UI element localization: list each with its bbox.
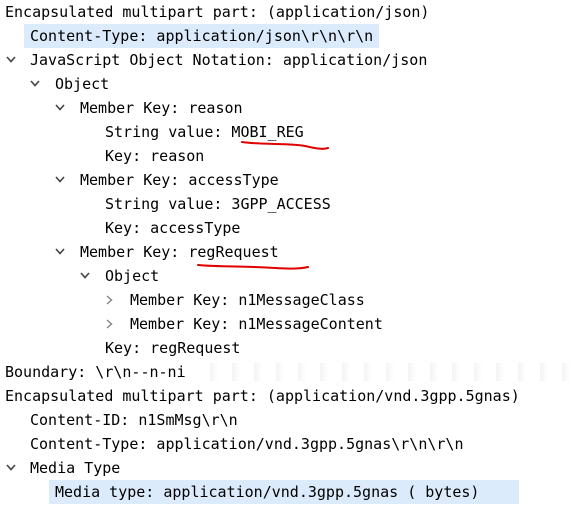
tree-row-content-id[interactable]: Content-ID: n1SmMsg\r\n [0, 408, 585, 432]
tree-row-member-n1messageclass[interactable]: Member Key: n1MessageClass [0, 288, 585, 312]
tree-row-label: String value: MOBI_REG [105, 123, 304, 141]
tree-row-content-type-5gnas[interactable]: Content-Type: application/vnd.3gpp.5gnas… [0, 432, 585, 456]
tree-row-label: String value: 3GPP_ACCESS [105, 195, 331, 213]
tree-row-label: Member Key: reason [80, 99, 243, 117]
tree-row-label: Member Key: n1MessageContent [130, 315, 383, 333]
tree-row-key-regrequest[interactable]: Key: regRequest [0, 336, 585, 360]
chevron-down-icon[interactable] [53, 168, 67, 192]
tree-row-multipart-5gnas[interactable]: Encapsulated multipart part: (applicatio… [0, 384, 585, 408]
chevron-right-icon[interactable] [104, 312, 118, 336]
chevron-down-icon[interactable] [53, 96, 67, 120]
chevron-right-icon[interactable] [104, 288, 118, 312]
tree-row-member-regrequest[interactable]: Member Key: regRequest [0, 240, 585, 264]
tree-row-content-type-json[interactable]: Content-Type: application/json\r\n\r\n [0, 24, 585, 48]
tree-row-label: Key: reason [105, 147, 205, 165]
tree-row-multipart-json[interactable]: Encapsulated multipart part: (applicatio… [0, 0, 585, 24]
tree-row-boundary[interactable]: Boundary: \r\n--n-ni [0, 360, 585, 384]
chevron-down-icon[interactable] [4, 456, 18, 480]
tree-row-label: Member Key: regRequest [80, 243, 279, 261]
redaction-mask [196, 363, 581, 381]
tree-row-key-reason[interactable]: Key: reason [0, 144, 585, 168]
tree-row-string-accesstype[interactable]: String value: 3GPP_ACCESS [0, 192, 585, 216]
tree-row-media-type[interactable]: Media type: application/vnd.3gpp.5gnas (… [0, 480, 585, 504]
chevron-down-icon[interactable] [53, 240, 67, 264]
tree-row-label: Boundary: \r\n--n-ni [5, 363, 186, 381]
tree-row-string-reason[interactable]: String value: MOBI_REG [0, 120, 585, 144]
tree-row-label: Object [55, 75, 110, 93]
tree-row-media-type-group[interactable]: Media Type [0, 456, 585, 480]
tree-row-label: Content-Type: application/json\r\n\r\n [24, 24, 380, 48]
tree-row-member-n1messagecontent[interactable]: Member Key: n1MessageContent [0, 312, 585, 336]
tree-row-label: Member Key: n1MessageClass [130, 291, 365, 309]
tree-row-label: Content-Type: application/vnd.3gpp.5gnas… [30, 435, 464, 453]
chevron-down-icon[interactable] [4, 48, 18, 72]
tree-row-label: JavaScript Object Notation: application/… [30, 51, 428, 69]
tree-row-label: Media type: application/vnd.3gpp.5gnas (… [49, 480, 520, 504]
tree-row-label: Key: regRequest [105, 339, 241, 357]
chevron-down-icon[interactable] [78, 264, 92, 288]
chevron-down-icon[interactable] [28, 72, 42, 96]
tree-row-label: Encapsulated multipart part: (applicatio… [5, 387, 520, 405]
tree-row-json-notation[interactable]: JavaScript Object Notation: application/… [0, 48, 585, 72]
tree-row-member-accesstype[interactable]: Member Key: accessType [0, 168, 585, 192]
tree-row-label: Member Key: accessType [80, 171, 279, 189]
tree-row-object-regrequest[interactable]: Object [0, 264, 585, 288]
tree-row-label: Object [105, 267, 160, 285]
tree-row-key-accesstype[interactable]: Key: accessType [0, 216, 585, 240]
tree-row-label: Key: accessType [105, 219, 241, 237]
tree-row-label: Encapsulated multipart part: (applicatio… [5, 3, 430, 21]
tree-row-label: Media Type [30, 459, 121, 477]
tree-row-member-reason[interactable]: Member Key: reason [0, 96, 585, 120]
tree-row-object[interactable]: Object [0, 72, 585, 96]
tree-row-label: Content-ID: n1SmMsg\r\n [30, 411, 238, 429]
